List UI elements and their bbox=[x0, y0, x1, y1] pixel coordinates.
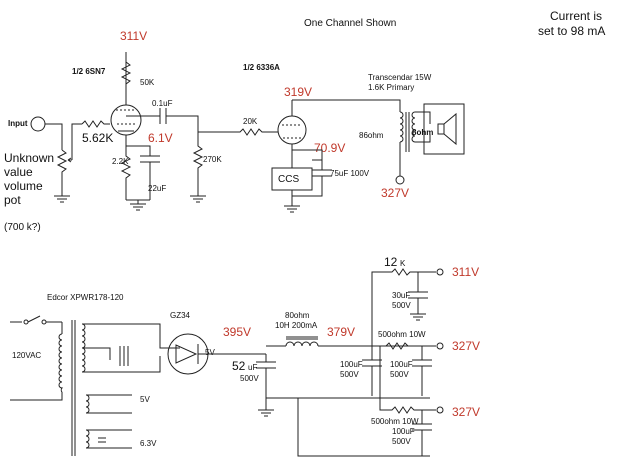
voltage-327-psu-a: 327V bbox=[452, 339, 480, 353]
plate-resistor-50k bbox=[120, 52, 132, 85]
choke-label-2: 10H 200mA bbox=[275, 321, 318, 330]
resistor-20k-label: 20K bbox=[243, 117, 258, 126]
cap-100uf-b bbox=[412, 346, 432, 396]
grid-stopper-20k bbox=[198, 128, 278, 136]
voltage-327-psu-b: 327V bbox=[452, 405, 480, 419]
cap-30uf-label-2: 500V bbox=[392, 301, 411, 310]
cap-75uf bbox=[292, 149, 332, 197]
resistor-12k-label: 12 bbox=[384, 255, 398, 269]
cap-75uf-label: 75uF 100V bbox=[330, 169, 370, 178]
cap-100uf-b-label-1: 100uF bbox=[390, 360, 413, 369]
voltage-395: 395V bbox=[223, 325, 251, 339]
cathode-resistor-22k bbox=[120, 145, 151, 200]
cap-100uf-a bbox=[362, 346, 382, 396]
output-transformer bbox=[292, 99, 416, 185]
diagram-title: One Channel Shown bbox=[304, 18, 396, 29]
psu-transformer-label: Edcor XPWR178-120 bbox=[47, 293, 124, 302]
resistor-270k-label: 270K bbox=[203, 155, 222, 164]
resistor-50k-label: 50K bbox=[140, 78, 155, 87]
pot-value-label: (700 k?) bbox=[4, 222, 41, 233]
transformer-label-2: 1.6K Primary bbox=[368, 83, 414, 92]
resistor-500-b bbox=[379, 346, 444, 414]
reservoir-cap-52uf bbox=[256, 354, 276, 417]
input-jack bbox=[30, 116, 63, 150]
coupling-cap-01uf bbox=[126, 108, 199, 136]
mains-switch bbox=[10, 315, 62, 325]
cap-100uf-c-label-1: 100uF bbox=[392, 427, 415, 436]
cap-52-unit: uF bbox=[248, 363, 257, 372]
cap-100uf-a-label-2: 500V bbox=[340, 370, 359, 379]
cap-100uf-b-label-2: 500V bbox=[390, 370, 409, 379]
tap-63v-label: 6.3V bbox=[140, 439, 157, 448]
resistor-562k-label: 5.62K bbox=[82, 131, 113, 145]
resistor-22k-label: 2.2K bbox=[112, 157, 129, 166]
resistor-500-b-label: 500ohm 10W bbox=[371, 417, 419, 426]
note-line-1: Current is bbox=[550, 9, 602, 23]
cap-52-voltage: 500V bbox=[240, 374, 259, 383]
grid-leak-resistor-270k bbox=[190, 136, 206, 203]
ground-symbol-cathode bbox=[130, 200, 146, 211]
cap-52-label: 52 bbox=[232, 359, 246, 373]
pot-note-4: pot bbox=[4, 193, 21, 207]
ccs-block bbox=[271, 167, 313, 213]
tube-6336a bbox=[277, 100, 307, 168]
psu-ground-bus bbox=[266, 397, 430, 457]
bypass-cap-22uf bbox=[140, 155, 160, 200]
resistor-500-a-label: 500ohm 10W bbox=[378, 330, 426, 339]
rectifier-5v-label: 5V bbox=[205, 348, 215, 357]
voltage-311-top: 311V bbox=[120, 29, 147, 43]
ccs-label: CCS bbox=[278, 174, 299, 185]
voltage-319: 319V bbox=[284, 85, 312, 99]
resistor-86ohm-label: 86ohm bbox=[359, 131, 384, 140]
cap-100uf-c bbox=[412, 410, 432, 456]
voltage-61: 6.1V bbox=[148, 131, 173, 145]
voltage-379: 379V bbox=[327, 325, 355, 339]
cap-01uf-label: 0.1uF bbox=[152, 99, 173, 108]
transformer-label-1: Transcendar 15W bbox=[368, 73, 432, 82]
resistor-500-a bbox=[385, 342, 444, 350]
cap-22uf-label: 22uF bbox=[148, 184, 166, 193]
rectifier-gz34 bbox=[167, 333, 266, 375]
choke-label-1: 80ohm bbox=[285, 311, 310, 320]
input-label: Input bbox=[8, 119, 28, 128]
tap-12k-resistor bbox=[371, 268, 444, 346]
tube-6336a-label: 1/2 6336A bbox=[243, 63, 280, 72]
volume-pot bbox=[56, 123, 82, 196]
cap-100uf-c-label-2: 500V bbox=[392, 437, 411, 446]
voltage-709: 70.9V bbox=[314, 141, 345, 155]
grid-resistor-562k bbox=[81, 120, 110, 128]
cap-30uf bbox=[408, 272, 428, 321]
pot-note-3: volume bbox=[4, 179, 43, 193]
resistor-12k-unit: K bbox=[400, 259, 406, 268]
speaker-box bbox=[415, 103, 465, 155]
power-transformer bbox=[10, 320, 180, 456]
tap-5v-label: 5V bbox=[140, 395, 150, 404]
voltage-311-psu: 311V bbox=[452, 265, 479, 279]
voltage-327-top: 327V bbox=[381, 186, 409, 200]
speaker-8ohm-label: 8ohm bbox=[412, 128, 433, 137]
ground-symbol bbox=[54, 195, 70, 203]
cap-100uf-a-label-1: 100uF bbox=[340, 360, 363, 369]
pot-note-1: Unknown bbox=[4, 151, 54, 165]
tube-6sn7-label: 1/2 6SN7 bbox=[72, 67, 106, 76]
cap-30uf-label-1: 30uF bbox=[392, 291, 410, 300]
note-line-2: set to 98 mA bbox=[538, 24, 605, 38]
gz34-label: GZ34 bbox=[170, 311, 191, 320]
pot-note-2: value bbox=[4, 165, 33, 179]
vac-label: 120VAC bbox=[12, 351, 41, 360]
